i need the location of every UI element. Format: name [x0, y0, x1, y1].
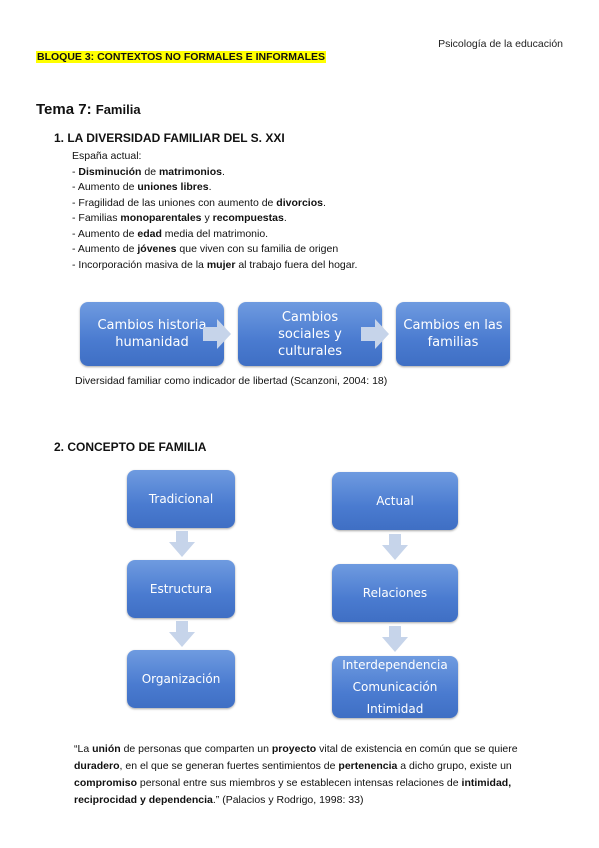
text-run: media del matrimonio.: [161, 227, 269, 240]
bloque-heading: BLOQUE 3: CONTEXTOS NO FORMALES E INFORM…: [36, 51, 326, 63]
arrow-down-icon: [382, 626, 408, 652]
flow-caption: Diversidad familiar como indicador de li…: [75, 375, 388, 387]
flow-box-3: Cambios en las familias: [396, 302, 510, 366]
section1-title: 1. LA DIVERSIDAD FAMILIAR DEL S. XXI: [54, 131, 285, 145]
text-run: , en el que se generan fuertes sentimien…: [119, 760, 339, 772]
flow-box-2-label: Cambios sociales y culturales: [277, 309, 343, 359]
tradicional-box: Tradicional: [127, 470, 235, 528]
text-run: - Aumento de: [72, 243, 138, 255]
actual-label: Actual: [376, 494, 414, 508]
flow-box-3-label: Cambios en las familias: [403, 318, 503, 350]
text-run: vital de existencia en común que se quie…: [316, 743, 518, 755]
tema-label: Tema 7:: [36, 101, 92, 118]
text-run: a dicho grupo, existe un: [397, 760, 512, 772]
list-intro: España actual:: [72, 150, 142, 162]
emphasis-text: uniones libres: [137, 181, 209, 193]
relaciones-box: Relaciones: [332, 564, 458, 622]
diversity-list: España actual: - Disminución de matrimon…: [72, 149, 357, 273]
text-run: “La: [74, 743, 93, 755]
arrow-down-icon: [169, 621, 195, 647]
flow-box-1-label: Cambios historia humanidad: [97, 318, 207, 350]
list-item: - Fragilidad de las uniones con aumento …: [72, 196, 357, 212]
emphasis-text: intimidad, reciprocidad y dependencia: [74, 777, 512, 806]
list-item: - Aumento de edad media del matrimonio.: [72, 227, 357, 243]
estructura-label: Estructura: [149, 582, 213, 596]
text-run: .: [322, 196, 326, 209]
flow-box-2: Cambios sociales y culturales: [238, 302, 382, 366]
text-run: -: [72, 165, 79, 178]
list-item: - Incorporación masiva de la mujer al tr…: [72, 258, 357, 274]
arrow-right-icon: [361, 319, 389, 349]
text-run: de personas que comparten un: [120, 743, 272, 755]
emphasis-text: compromiso: [74, 777, 138, 789]
tema-title: Familia: [95, 102, 141, 117]
section2-title: 2. CONCEPTO DE FAMILIA: [54, 440, 207, 454]
emphasis-text: pertenencia: [338, 760, 398, 772]
comunicacion-label: Comunicación: [352, 680, 438, 694]
interdependencia-label: Interdependencia: [342, 658, 448, 672]
text-run: y: [201, 212, 213, 224]
organizacion-label: Organización: [141, 672, 221, 686]
text-run: - Aumento de: [72, 181, 138, 193]
list-items: - Disminución de matrimonios.- Aumento d…: [72, 165, 357, 274]
emphasis-text: recompuestas: [212, 212, 284, 224]
text-run: - Familias: [72, 212, 121, 224]
arrow-right-icon: [203, 319, 231, 349]
emphasis-text: edad: [137, 227, 162, 240]
emphasis-text: proyecto: [271, 743, 317, 755]
text-run: .: [283, 212, 287, 224]
text-run: .: [208, 181, 212, 193]
actual-box: Actual: [332, 472, 458, 530]
emphasis-text: matrimonios: [158, 165, 222, 178]
arrow-down-icon: [169, 531, 195, 557]
relaciones-label: Relaciones: [362, 586, 428, 600]
emphasis-text: jóvenes: [137, 243, 177, 255]
emphasis-text: monoparentales: [120, 212, 202, 224]
tradicional-label: Tradicional: [148, 492, 214, 506]
text-run: al trabajo fuera del hogar.: [235, 258, 358, 271]
list-item: - Familias monoparentales y recompuestas…: [72, 211, 357, 227]
text-run: que viven con su familia de origen: [176, 243, 339, 255]
relaciones-aspects-box: Interdependencia Comunicación Intimidad: [332, 656, 458, 718]
emphasis-text: unión: [92, 743, 121, 755]
text-run: - Incorporación masiva de la: [72, 258, 207, 271]
emphasis-text: divorcios: [276, 196, 323, 209]
list-item: - Aumento de uniones libres.: [72, 180, 357, 196]
flow-box-1: Cambios historia humanidad: [80, 302, 224, 366]
emphasis-text: duradero: [74, 760, 120, 772]
list-item: - Aumento de jóvenes que viven con su fa…: [72, 242, 357, 258]
intimidad-label: Intimidad: [366, 702, 424, 716]
text-run: personal entre sus miembros y se estable…: [137, 777, 462, 789]
header-subject: Psicología de la educación: [438, 38, 563, 50]
family-definition-quote: “La unión de personas que comparten un p…: [74, 741, 544, 809]
estructura-box: Estructura: [127, 560, 235, 618]
arrow-down-icon: [382, 534, 408, 560]
organizacion-box: Organización: [127, 650, 235, 708]
text-run: de: [141, 165, 159, 178]
text-run: - Aumento de: [72, 227, 138, 240]
text-run: .: [221, 165, 225, 178]
text-run: - Fragilidad de las uniones con aumento …: [72, 196, 277, 209]
emphasis-text: Disminución: [78, 165, 142, 178]
text-run: .” (Palacios y Rodrigo, 1998: 33): [212, 794, 364, 806]
emphasis-text: mujer: [206, 258, 236, 271]
tema-heading: Tema 7: Familia: [36, 101, 141, 118]
list-item: - Disminución de matrimonios.: [72, 165, 357, 181]
